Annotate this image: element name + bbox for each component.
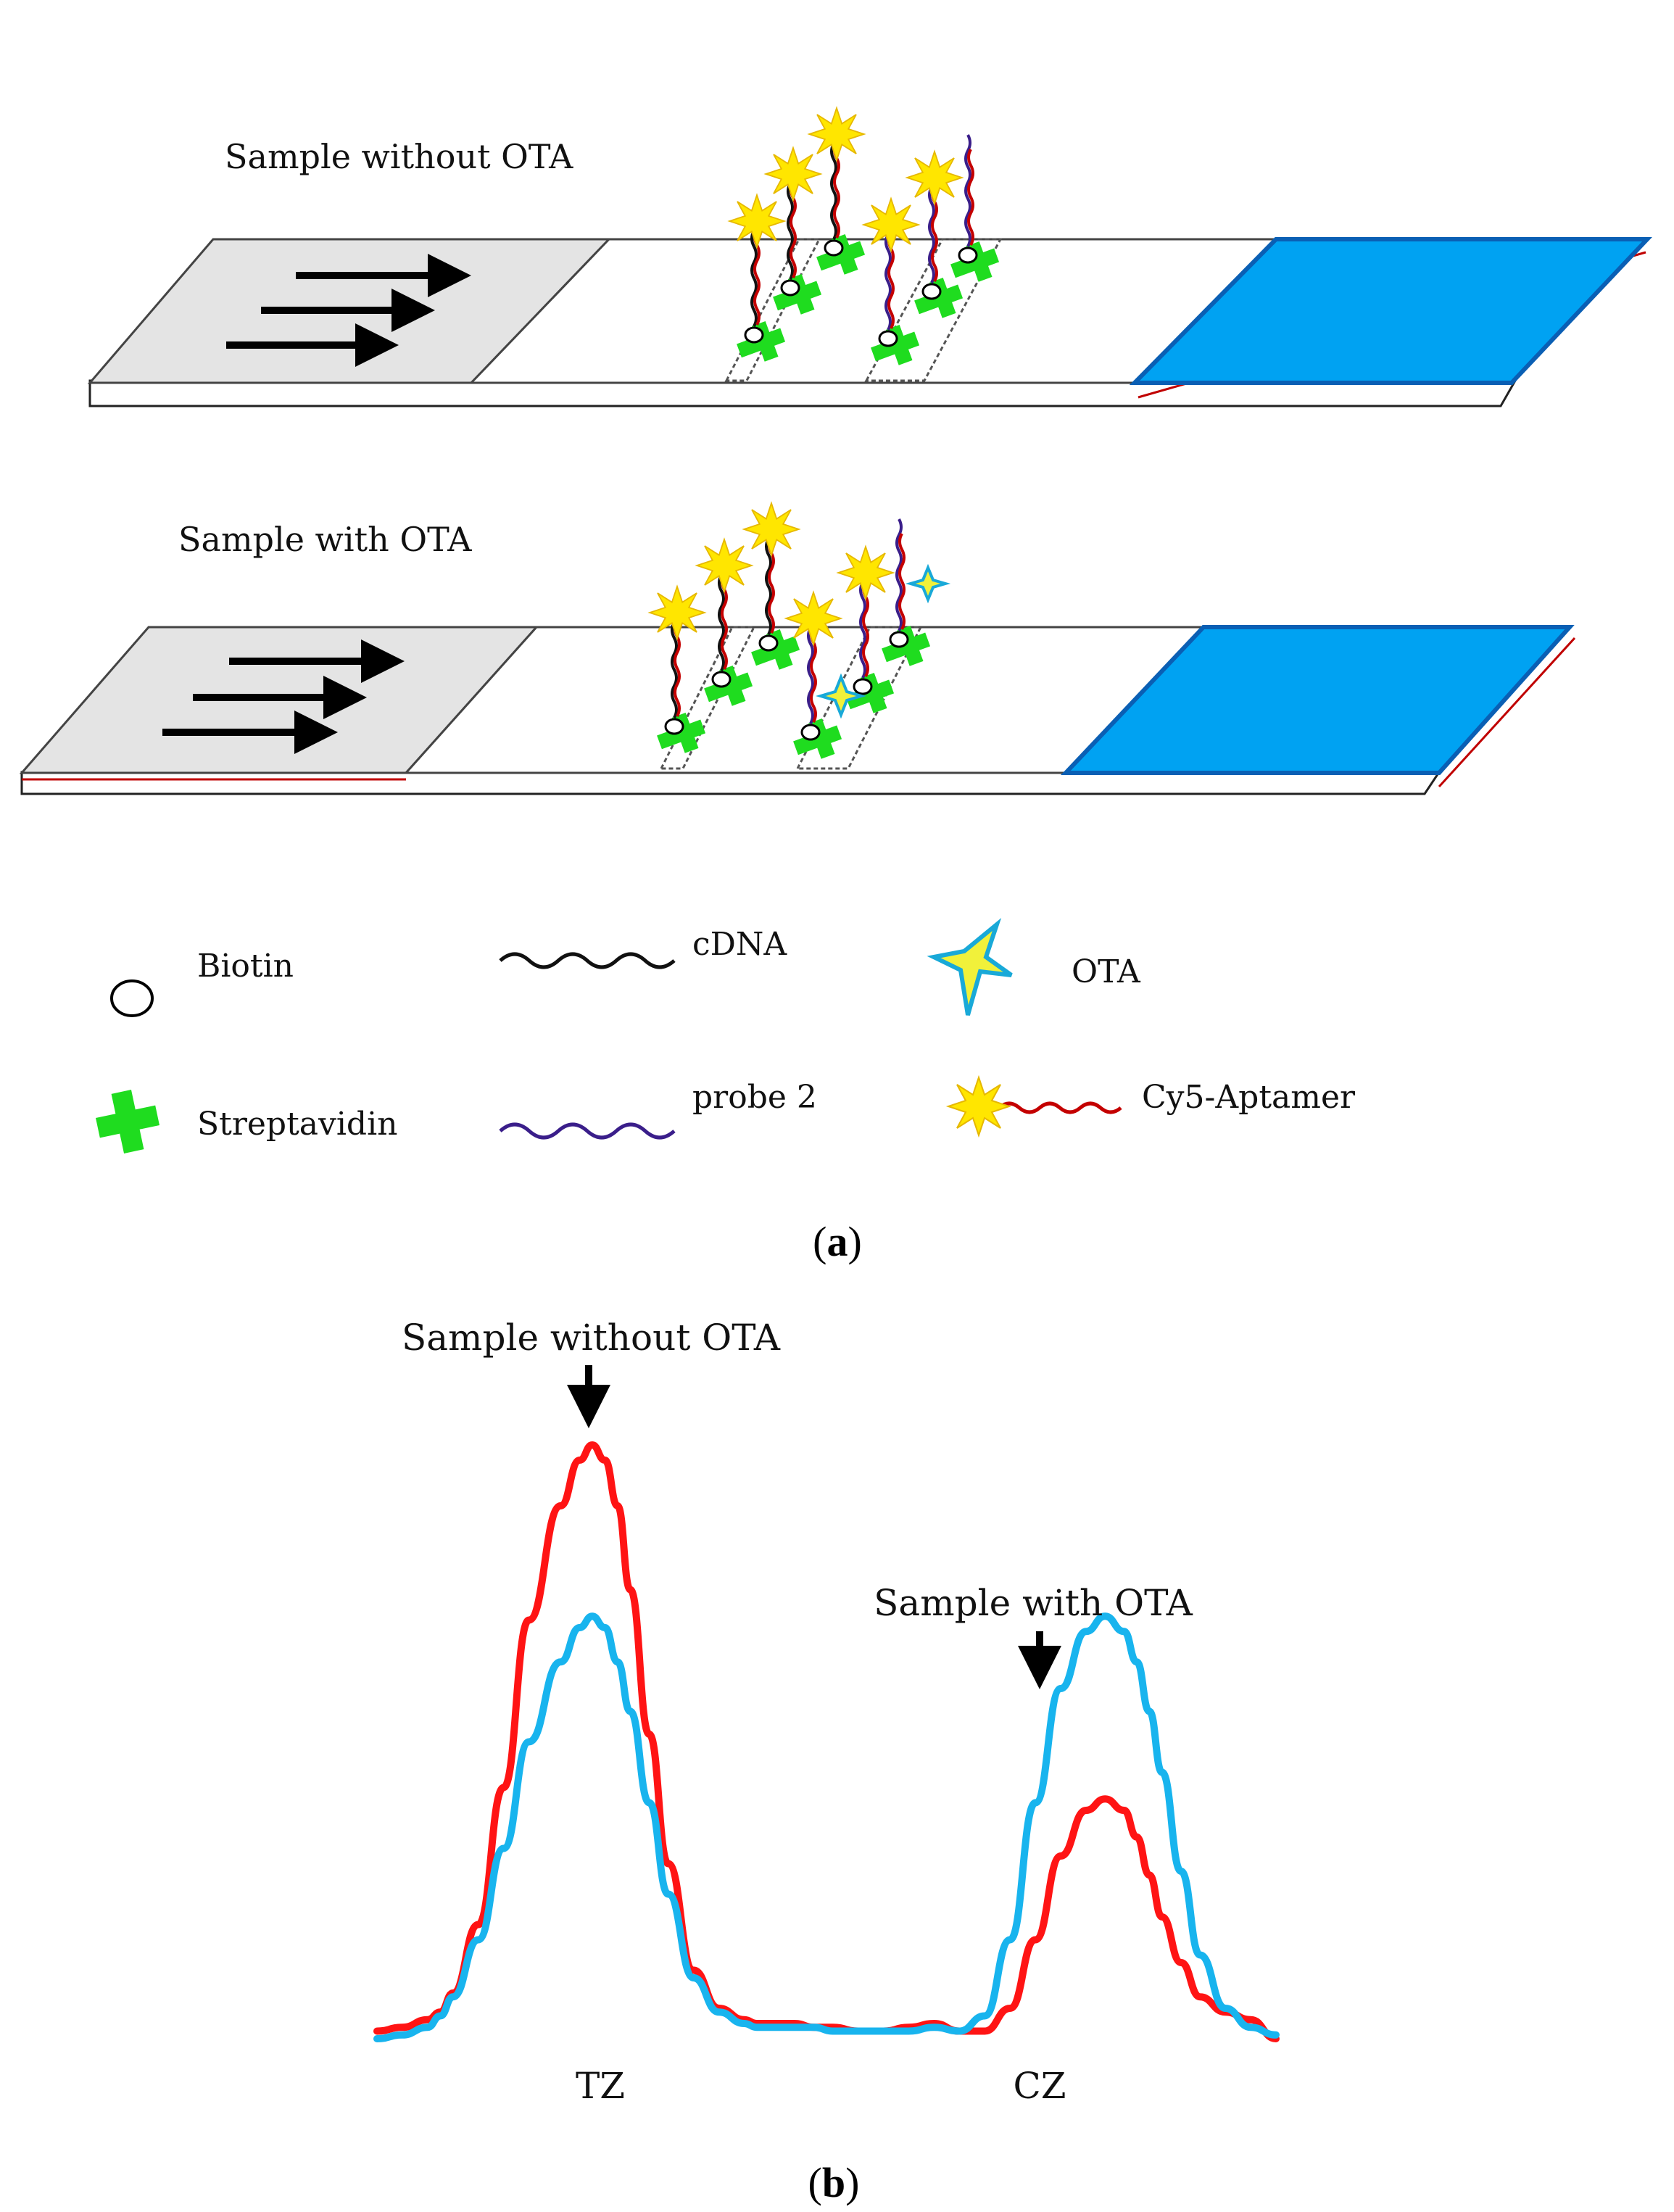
streptavidin-icon xyxy=(816,233,866,275)
test-strip-with-ota: Sample with OTA xyxy=(19,501,1576,795)
complex xyxy=(861,196,921,365)
tz-label: TZ xyxy=(576,2065,625,2107)
legend-item-streptavidin: Streptavidin xyxy=(96,1090,397,1153)
streptavidin-icon xyxy=(751,629,800,670)
legend-item-ota: OTA xyxy=(927,918,1141,1016)
streptavidin-icon xyxy=(914,277,964,318)
panel-a-caption: (a) xyxy=(813,1218,862,1265)
complex xyxy=(882,518,931,666)
cy5-dye-icon xyxy=(784,590,843,647)
biotin-icon xyxy=(664,718,684,735)
legend-item-cy5-aptamer: Cy5-Aptamer xyxy=(945,1074,1356,1138)
test-line-zone xyxy=(724,238,821,382)
test-strip-without-ota: Sample without OTA xyxy=(87,106,1652,407)
series-line-without-ota xyxy=(373,1441,1280,2042)
cy5-aptamer-icon xyxy=(945,1074,1122,1138)
biotin-icon xyxy=(878,330,898,347)
annotation-sample-with-ota: Sample with OTA xyxy=(874,1582,1193,1624)
panel-b-caption: (b) xyxy=(808,2159,860,2206)
control-zone-complexes xyxy=(784,518,931,759)
ota-icon xyxy=(927,918,1013,1016)
panel-a: Sample without OTA xyxy=(19,106,1652,1265)
biotin-icon xyxy=(921,283,942,300)
cdna-icon xyxy=(499,952,676,969)
legend-item-probe2: probe 2 xyxy=(499,1079,817,1140)
cy5-dye-icon xyxy=(905,149,964,206)
complex xyxy=(807,106,866,275)
streptavidin-icon xyxy=(871,324,920,365)
streptavidin-icon xyxy=(773,273,822,315)
strip-label-without-ota: Sample without OTA xyxy=(225,137,573,176)
aptamer-strand xyxy=(898,533,906,630)
streptavidin-icon xyxy=(737,320,786,362)
complex xyxy=(647,584,707,753)
biotin-icon xyxy=(711,671,732,688)
complex xyxy=(695,537,754,706)
streptavidin-icon xyxy=(882,625,931,666)
complex xyxy=(836,544,895,713)
test-line-zone xyxy=(659,626,756,770)
complex xyxy=(905,149,964,318)
legend-item-cdna: cDNA xyxy=(499,926,787,969)
absorbent-pad xyxy=(1061,625,1575,775)
biotin-icon xyxy=(824,239,844,257)
complex xyxy=(784,590,843,759)
biotin-icon xyxy=(758,634,779,652)
control-zone-complexes xyxy=(861,134,1000,365)
legend-label-streptavidin: Streptavidin xyxy=(197,1106,397,1143)
annotation-sample-without-ota: Sample without OTA xyxy=(402,1317,781,1359)
streptavidin-icon xyxy=(704,665,753,706)
ota-icon xyxy=(905,563,951,604)
probe2-strand xyxy=(895,518,903,631)
streptavidin-icon xyxy=(950,241,1000,282)
biotin-icon xyxy=(780,279,800,297)
streptavidin-icon xyxy=(96,1090,159,1153)
legend: Biotin cDNA OTA Streptavidin probe 2 xyxy=(96,918,1356,1153)
cy5-dye-icon xyxy=(727,193,787,249)
legend-label-ota: OTA xyxy=(1072,953,1141,990)
biotin-icon xyxy=(744,326,764,344)
cy5-dye-icon xyxy=(742,501,801,558)
legend-label-probe2: probe 2 xyxy=(692,1079,817,1116)
probe2-strand xyxy=(964,134,971,247)
legend-label-cy5-aptamer: Cy5-Aptamer xyxy=(1142,1079,1356,1116)
biotin-icon xyxy=(889,631,909,648)
ota-icon xyxy=(816,673,866,719)
aptamer-strand xyxy=(967,149,974,246)
chart-plot-area xyxy=(373,1441,1280,2042)
test-zone-complexes xyxy=(727,106,866,362)
streptavidin-icon xyxy=(793,718,842,759)
complex xyxy=(950,134,1000,282)
panel-b: Sample without OTA Sample with OTA TZ CZ… xyxy=(373,1317,1280,2206)
streptavidin-icon xyxy=(657,712,706,753)
cy5-dye-icon xyxy=(836,544,895,601)
strip-backing-edge xyxy=(20,771,1441,795)
streptavidin-icon xyxy=(845,672,895,713)
cy5-dye-icon xyxy=(861,196,921,253)
biotin-icon xyxy=(800,724,821,741)
legend-item-biotin: Biotin xyxy=(110,948,294,1017)
control-line-zone xyxy=(864,238,1003,382)
probe2-icon xyxy=(499,1122,676,1140)
strip-label-with-ota: Sample with OTA xyxy=(178,520,472,559)
legend-label-biotin: Biotin xyxy=(197,948,294,985)
control-line-zone xyxy=(795,626,923,770)
complex xyxy=(727,193,787,362)
cy5-dye-icon xyxy=(807,106,866,162)
strip-backing-red-line xyxy=(1438,637,1576,788)
series-line-with-ota xyxy=(373,1612,1280,2042)
complex xyxy=(742,501,801,670)
legend-label-cdna: cDNA xyxy=(692,926,787,963)
cy5-dye-icon xyxy=(647,584,707,641)
cz-label: CZ xyxy=(1014,2065,1066,2107)
cy5-dye-icon xyxy=(695,537,754,594)
test-zone-complexes xyxy=(647,501,801,753)
biotin-icon xyxy=(853,678,873,695)
biotin-icon xyxy=(110,979,154,1017)
biotin-icon xyxy=(958,247,978,264)
cy5-dye-icon xyxy=(763,146,823,202)
complex xyxy=(763,146,823,315)
absorbent-pad xyxy=(1129,237,1652,385)
